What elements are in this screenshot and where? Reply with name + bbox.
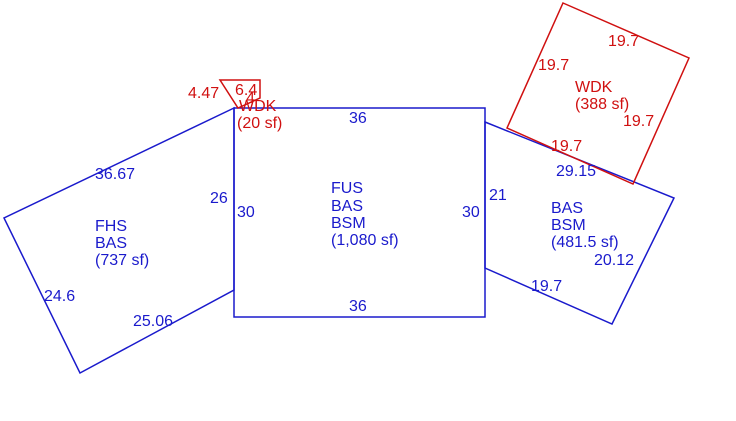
right-area-label-2: BSM (551, 217, 586, 234)
dim-right-side: 20.12 (594, 252, 634, 269)
dim-deck-small-left: 4.47 (188, 85, 219, 102)
dim-deck-large-right: 19.7 (623, 113, 654, 130)
dim-right-top: 29.15 (556, 163, 596, 180)
dim-deck-large-left: 19.7 (538, 57, 569, 74)
dim-left-top: 36.67 (95, 166, 135, 183)
dim-center-top: 36 (349, 110, 367, 127)
left-area-label-1: FHS (95, 218, 127, 235)
small-deck-label-2: (20 sf) (237, 115, 282, 132)
dim-left-right: 26 (210, 190, 228, 207)
small-deck-label-1: WDK (239, 98, 277, 115)
dim-right-bottom: 19.7 (531, 278, 562, 295)
large-deck-label-1: WDK (575, 79, 613, 96)
left-area-label-2: BAS (95, 235, 127, 252)
dim-deck-large-top: 19.7 (608, 33, 639, 50)
center-area-label-4: (1,080 sf) (331, 232, 399, 249)
dim-deck-small-top: 6.4 (235, 82, 257, 99)
large-deck-label-2: (388 sf) (575, 96, 629, 113)
right-area-outline (484, 120, 676, 325)
large-deck-outline (506, 2, 690, 185)
dim-right-left: 21 (489, 187, 507, 204)
right-area-label-1: BAS (551, 200, 583, 217)
center-area-label-3: BSM (331, 215, 366, 232)
left-area-label-3: (737 sf) (95, 252, 149, 269)
center-area-label-2: BAS (331, 198, 363, 215)
left-area-outline (2, 106, 235, 375)
dim-left-outer: 24.6 (44, 288, 75, 305)
right-area-label-3: (481.5 sf) (551, 234, 619, 251)
dim-deck-small-right: 4 (246, 90, 255, 107)
small-deck-outline (218, 79, 261, 109)
dim-deck-large-bottom: 19.7 (551, 138, 582, 155)
dim-left-bottom: 25.06 (133, 313, 173, 330)
dim-center-bottom: 36 (349, 298, 367, 315)
dim-center-left-inner: 30 (237, 204, 255, 221)
dim-center-right-inner: 30 (462, 204, 480, 221)
center-area-label-1: FUS (331, 180, 363, 197)
